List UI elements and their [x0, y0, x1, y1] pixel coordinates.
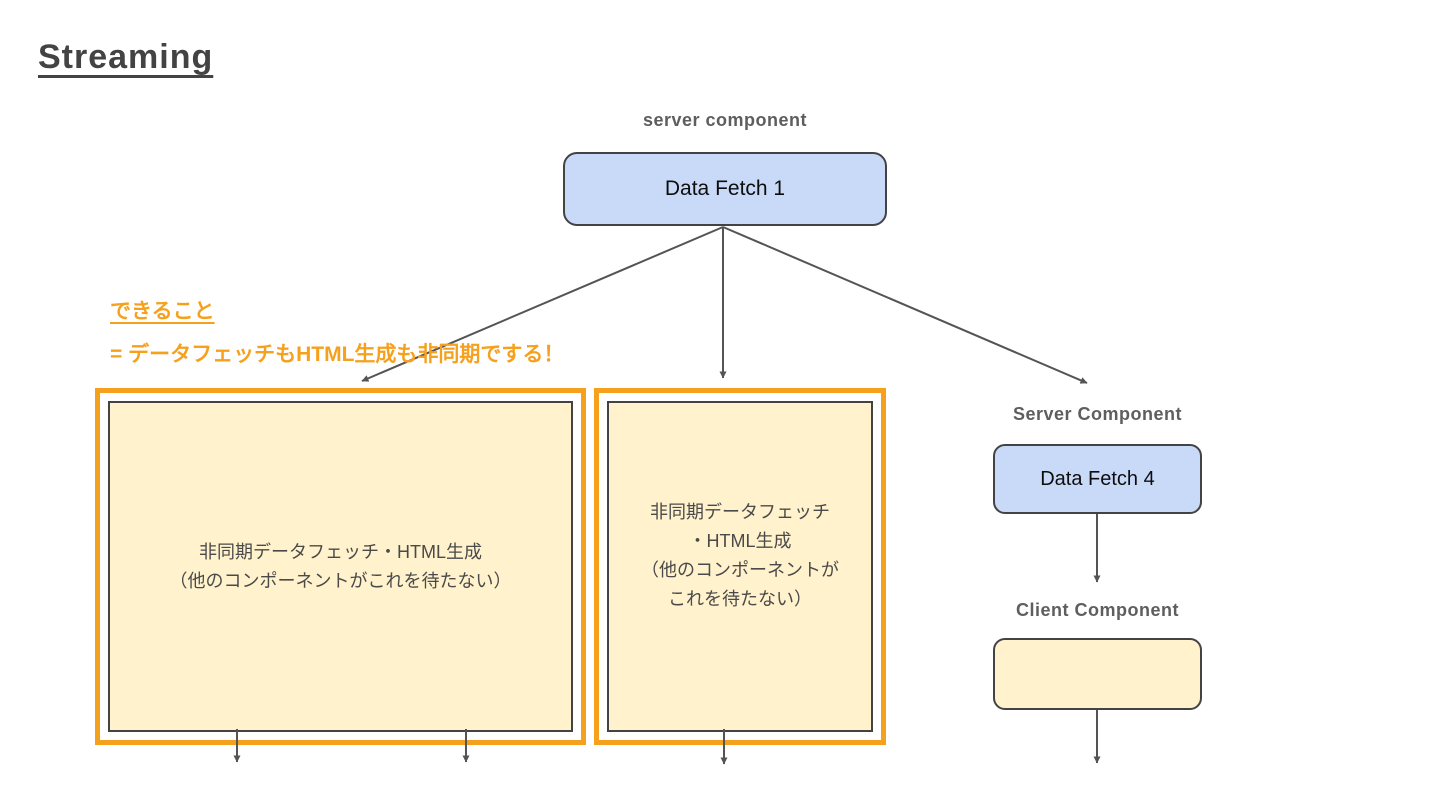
left-async-box-line-2: （他のコンポーネントがこれを待たない）: [169, 570, 512, 591]
server-component-label-top: server component: [642, 110, 808, 130]
data-fetch-1-box: Data Fetch 1: [563, 152, 887, 226]
data-fetch-1-label: Data Fetch 1: [664, 177, 786, 200]
slide-title: Streaming: [38, 38, 214, 76]
middle-async-box-line-2: ・HTML生成: [688, 531, 792, 551]
callout-body: = データフェッチもHTML生成も非同期でする！: [110, 343, 565, 366]
left-async-box-line-1: 非同期データフェッチ・HTML生成: [199, 541, 482, 562]
middle-async-box-line-1: 非同期データフェッチ: [650, 502, 830, 522]
server-component-label-right: Server Component: [1012, 404, 1183, 424]
left-async-box: 非同期データフェッチ・HTML生成 （他のコンポーネントがこれを待たない）: [108, 401, 573, 732]
middle-suspense-frame: 非同期データフェッチ ・HTML生成 （他のコンポーネントが これを待たない）: [594, 388, 886, 745]
callout: できること = データフェッチもHTML生成も非同期でする！: [110, 295, 564, 368]
middle-async-box: 非同期データフェッチ ・HTML生成 （他のコンポーネントが これを待たない）: [607, 401, 873, 732]
middle-async-box-line-4: これを待たない）: [668, 589, 812, 609]
client-component-label: Client Component: [1016, 600, 1179, 620]
data-fetch-4-label: Data Fetch 4: [1040, 467, 1155, 490]
arrow-root-to-server-component: [722, 226, 1088, 384]
client-component-box: [993, 638, 1202, 710]
callout-heading: できること: [110, 300, 215, 323]
middle-async-box-line-3: （他のコンポーネントが: [641, 560, 839, 580]
left-suspense-frame: 非同期データフェッチ・HTML生成 （他のコンポーネントがこれを待たない）: [95, 388, 586, 745]
data-fetch-4-box: Data Fetch 4: [993, 444, 1202, 514]
